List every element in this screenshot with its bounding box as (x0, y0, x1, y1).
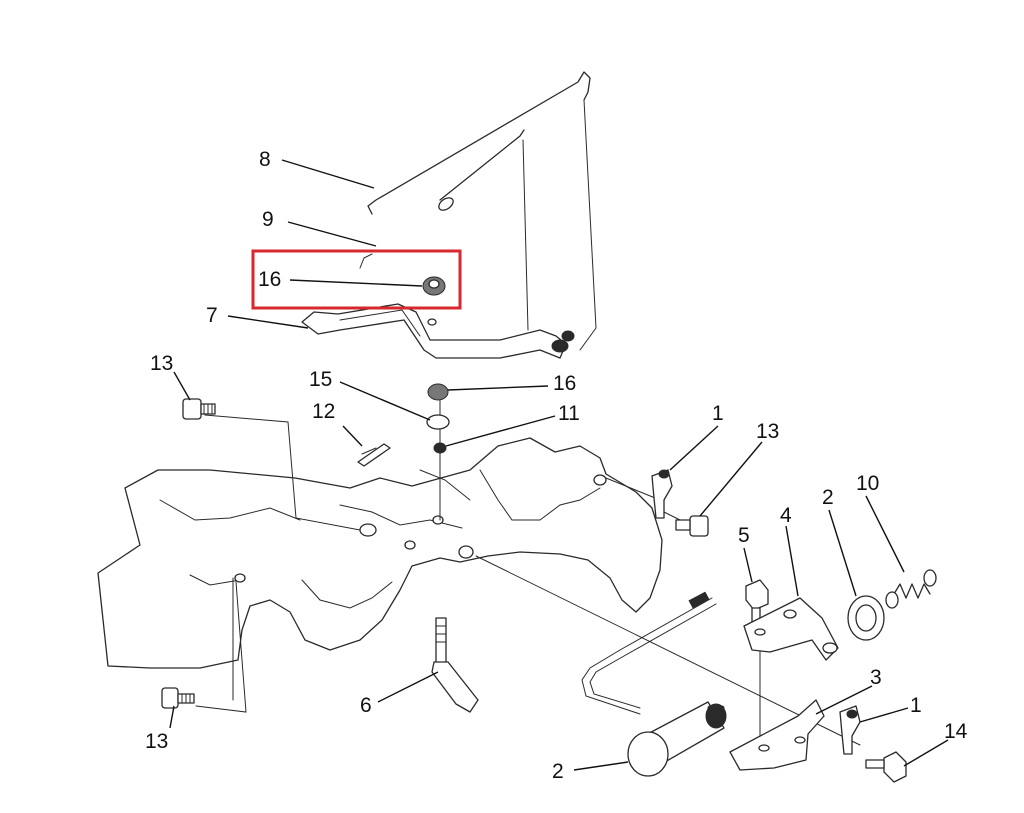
callout-12: 12 (312, 400, 335, 423)
callout-16-mid: 16 (553, 372, 576, 395)
callout-labels: 8 9 16 7 13 15 16 12 11 1 13 10 2 4 5 3 … (145, 148, 968, 783)
callout-10: 10 (856, 472, 879, 495)
callout-15: 15 (309, 368, 332, 391)
clip-top (651, 469, 673, 519)
nut-mid (427, 383, 449, 401)
screw-14 (865, 751, 907, 783)
callout-1-bottom: 1 (910, 694, 922, 717)
engine-housing (97, 389, 861, 746)
callout-7: 7 (206, 304, 218, 327)
callout-3: 3 (870, 666, 882, 689)
spring-link (359, 129, 529, 331)
governor-linkage (301, 303, 575, 359)
clip-11 (433, 442, 447, 454)
callout-6: 6 (360, 694, 372, 717)
callout-9: 9 (262, 208, 274, 231)
bolt-right (675, 515, 709, 537)
bracket-4 (743, 597, 839, 661)
callout-8: 8 (259, 148, 271, 171)
shaft-stack (426, 383, 450, 454)
nut-top (422, 276, 446, 296)
callout-2-solenoid: 2 (552, 760, 564, 783)
callout-5: 5 (738, 524, 750, 547)
solenoid-2 (627, 701, 727, 777)
washer-15 (426, 414, 450, 430)
spring-10 (885, 569, 937, 609)
leader-lines (169, 159, 949, 771)
callout-13-bottom: 13 (145, 730, 168, 753)
stud-6 (431, 617, 479, 713)
callout-1-top: 1 (712, 402, 724, 425)
callout-2-washer: 2 (822, 486, 834, 509)
callout-4: 4 (780, 504, 792, 527)
clip-bottom (839, 705, 861, 755)
solenoid-wire (581, 591, 717, 715)
plate-3 (729, 699, 825, 771)
throttle-rod (367, 71, 597, 351)
callout-11: 11 (558, 402, 580, 425)
callout-16-top: 16 (258, 268, 281, 291)
callout-14: 14 (944, 720, 968, 743)
bolt-5 (745, 579, 769, 625)
bolt-left (182, 398, 216, 420)
callout-13-right: 13 (756, 420, 779, 443)
bolt-bottom (161, 687, 195, 709)
cotter-pin (357, 443, 391, 467)
callout-13-left: 13 (150, 352, 173, 375)
highlight-box (251, 249, 462, 310)
grommet-2 (847, 595, 885, 641)
